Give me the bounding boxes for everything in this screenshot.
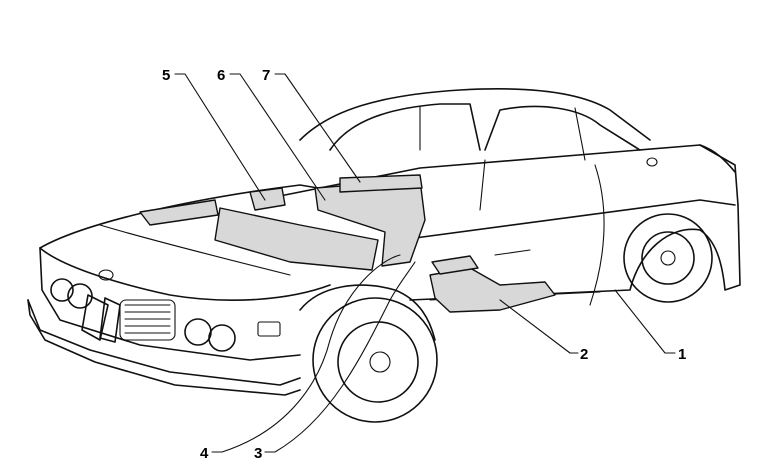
hood-panel-5 bbox=[249, 187, 286, 211]
firewall-panel-4 bbox=[214, 207, 379, 271]
callout-1: 1 bbox=[678, 346, 686, 363]
callout-5: 5 bbox=[162, 67, 170, 84]
car-body bbox=[27, 88, 741, 423]
callout-7: 7 bbox=[262, 67, 270, 84]
floor-panel-2 bbox=[429, 267, 556, 313]
leader-2 bbox=[499, 299, 579, 354]
leader-7 bbox=[274, 73, 361, 183]
callout-labels: 5 6 7 4 3 2 1 bbox=[162, 67, 686, 462]
leader-4 bbox=[211, 254, 401, 453]
leader-6 bbox=[229, 73, 326, 201]
callout-3: 3 bbox=[254, 445, 262, 462]
leader-5 bbox=[174, 73, 266, 201]
leader-lines bbox=[174, 73, 676, 453]
leader-1 bbox=[614, 289, 676, 354]
insulation-panels bbox=[139, 174, 556, 313]
leader-3 bbox=[264, 261, 416, 453]
callout-2: 2 bbox=[580, 346, 588, 363]
cowl-panel-7 bbox=[339, 174, 423, 193]
callout-6: 6 bbox=[217, 67, 225, 84]
callout-4: 4 bbox=[200, 445, 209, 462]
sill-panel bbox=[431, 255, 479, 275]
front-panel bbox=[139, 199, 219, 226]
